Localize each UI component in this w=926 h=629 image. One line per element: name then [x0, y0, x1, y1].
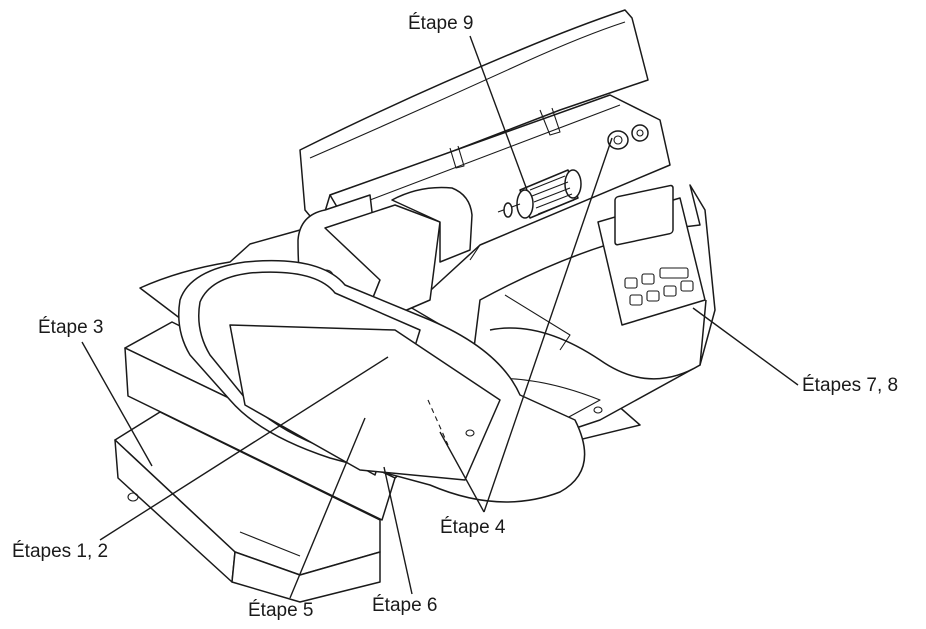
leader-step6 — [383, 466, 413, 595]
thread-spool — [497, 169, 582, 219]
embroidery-frame — [178, 259, 586, 503]
leader-steps78 — [692, 307, 799, 386]
control-panel — [597, 184, 706, 326]
callout-step3: Étape 3 — [38, 317, 104, 338]
leader-step9 — [469, 35, 528, 191]
leader-step3 — [81, 341, 153, 467]
leader-step4-a — [483, 137, 613, 513]
leader-steps12 — [99, 356, 389, 541]
callout-steps12: Étapes 1, 2 — [12, 541, 109, 562]
leader-step5 — [289, 417, 366, 599]
leader-step4-b — [439, 431, 485, 513]
callout-step6: Étape 6 — [372, 595, 438, 616]
callout-step4: Étape 4 — [440, 517, 506, 538]
callout-steps78: Étapes 7, 8 — [802, 375, 899, 396]
callout-step9: Étape 9 — [408, 13, 474, 34]
leader-lines — [81, 35, 799, 599]
callout-step5: Étape 5 — [248, 600, 314, 621]
